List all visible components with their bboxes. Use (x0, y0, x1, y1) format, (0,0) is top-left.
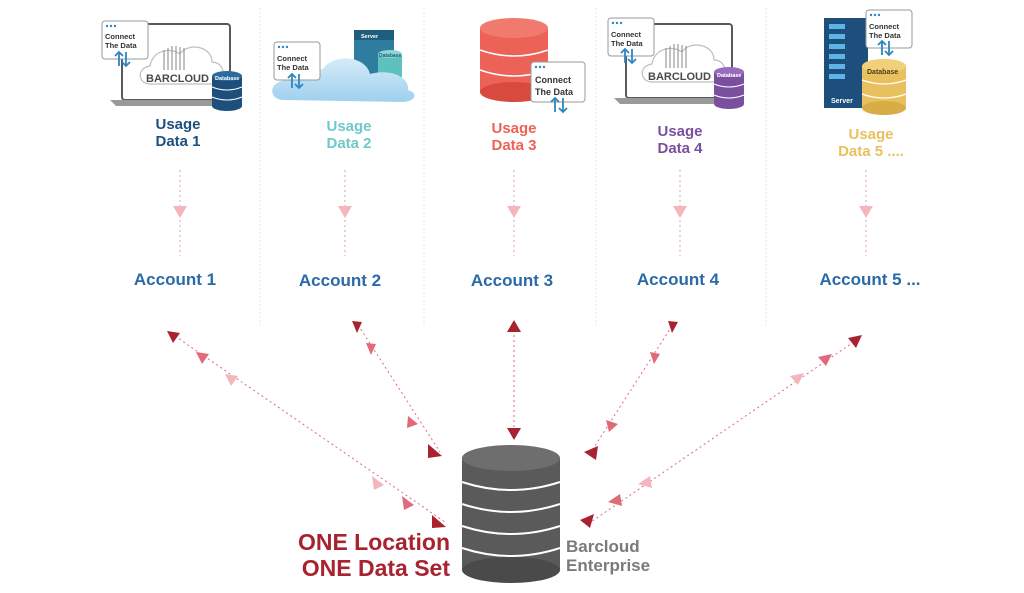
svg-text:Database: Database (379, 53, 401, 59)
svg-text:Database: Database (215, 76, 239, 82)
svg-text:Connect: Connect (869, 22, 900, 31)
account-label: Account 5 ... (819, 270, 920, 289)
arrow-icon (428, 444, 442, 458)
svg-text:The Data: The Data (535, 87, 574, 97)
arrow-icon (402, 496, 414, 510)
account-label: Account 3 (471, 271, 553, 290)
arrow-icon (225, 374, 238, 386)
svg-text:Server: Server (831, 98, 853, 105)
arrow-icon (407, 416, 418, 428)
arrow-down-icon (673, 206, 687, 218)
column-2-illustration: Server Database Connect The Data (272, 30, 415, 102)
svg-text:The Data: The Data (869, 31, 902, 40)
usage-data-label: Usage (657, 123, 702, 140)
location-label: ONE Location (298, 529, 450, 555)
account-label: Account 1 (134, 270, 216, 289)
cloud-outline-icon (641, 44, 726, 83)
server-rack-icon: Server (824, 18, 868, 108)
arrow-icon (580, 514, 594, 528)
arrows-up-down-icon (620, 47, 637, 65)
enterprise-label: Barcloud (566, 537, 640, 556)
arrow-icon (818, 354, 832, 366)
arrow-icon (668, 321, 678, 333)
column-separators (259, 8, 767, 325)
usage-data-label: Data 5 .... (838, 143, 904, 160)
svg-text:Database: Database (867, 69, 898, 76)
database-icon: Database (211, 71, 243, 111)
svg-text:Database: Database (717, 73, 741, 79)
usage-data-label: Usage (155, 116, 200, 133)
arrow-icon (650, 352, 660, 364)
usage-data-label: Usage (848, 126, 893, 143)
usage-data-label: Usage (491, 120, 536, 137)
account-label: Account 2 (299, 271, 381, 290)
usage-data-label: Usage (326, 118, 371, 135)
arrow-down-icon (338, 206, 352, 218)
account-label: Account 4 (637, 270, 720, 289)
database-icon: Database (713, 67, 745, 109)
svg-text:Connect: Connect (105, 32, 136, 41)
svg-text:Connect: Connect (535, 75, 571, 85)
brand-label: BARCLOUD (648, 71, 711, 83)
database-icon: Database (861, 59, 907, 115)
column-1-illustration: BARCLOUD Connect The Data Database (101, 20, 243, 111)
svg-text:Server: Server (361, 34, 379, 40)
arrow-icon (638, 476, 652, 488)
arrow-icon (352, 321, 362, 333)
connect-card: Connect The Data (530, 61, 586, 114)
arrows-up-down-icon (287, 72, 304, 90)
arrow-down-icon (173, 206, 187, 218)
arrow-down-icon (507, 206, 521, 218)
enterprise-label: Enterprise (566, 556, 650, 575)
arrows-up-down-icon (877, 39, 894, 57)
svg-text:Connect: Connect (277, 54, 308, 63)
svg-text:The Data: The Data (611, 39, 644, 48)
arrow-icon (507, 320, 521, 332)
cloud-outline-icon (139, 46, 224, 85)
svg-text:The Data: The Data (105, 41, 138, 50)
connection-line-1 (174, 335, 446, 523)
column-5-illustration: Server Connect The Data Database (824, 9, 913, 115)
arrow-icon (790, 373, 804, 385)
central-database-icon (461, 445, 561, 583)
usage-data-label: Data 4 (657, 140, 703, 157)
arrow-icon (608, 494, 622, 506)
arrow-icon (507, 428, 521, 440)
connect-card: Connect The Data (101, 20, 149, 68)
brand-label: BARCLOUD (146, 73, 209, 85)
arrow-icon (432, 515, 446, 528)
arrows-up-down-icon (550, 96, 568, 114)
usage-data-label: Data 3 (491, 137, 536, 154)
usage-data-label: Data 1 (155, 133, 200, 150)
connect-card: Connect The Data (273, 41, 321, 90)
column-3-illustration: Connect The Data (479, 18, 586, 114)
svg-text:The Data: The Data (277, 63, 310, 72)
connect-card: Connect The Data (607, 17, 655, 65)
arrow-icon (196, 352, 209, 364)
arrow-down-icon (859, 206, 873, 218)
arrow-icon (848, 335, 862, 348)
data-set-label: ONE Data Set (302, 555, 451, 581)
svg-text:Connect: Connect (611, 30, 642, 39)
arrow-icon (584, 446, 598, 460)
arrow-icon (366, 343, 376, 355)
arrow-icon (372, 476, 384, 490)
connection-arrows (167, 320, 862, 528)
usage-data-label: Data 2 (326, 135, 371, 152)
arrow-icon (606, 420, 618, 432)
arrows-up-down-icon (114, 50, 131, 68)
column-4-illustration: BARCLOUD Connect The Data Database (607, 17, 745, 109)
arrow-icon (167, 331, 180, 343)
connect-card: Connect The Data (865, 9, 913, 57)
connection-line-4 (590, 325, 673, 453)
connection-line-5 (587, 338, 859, 525)
